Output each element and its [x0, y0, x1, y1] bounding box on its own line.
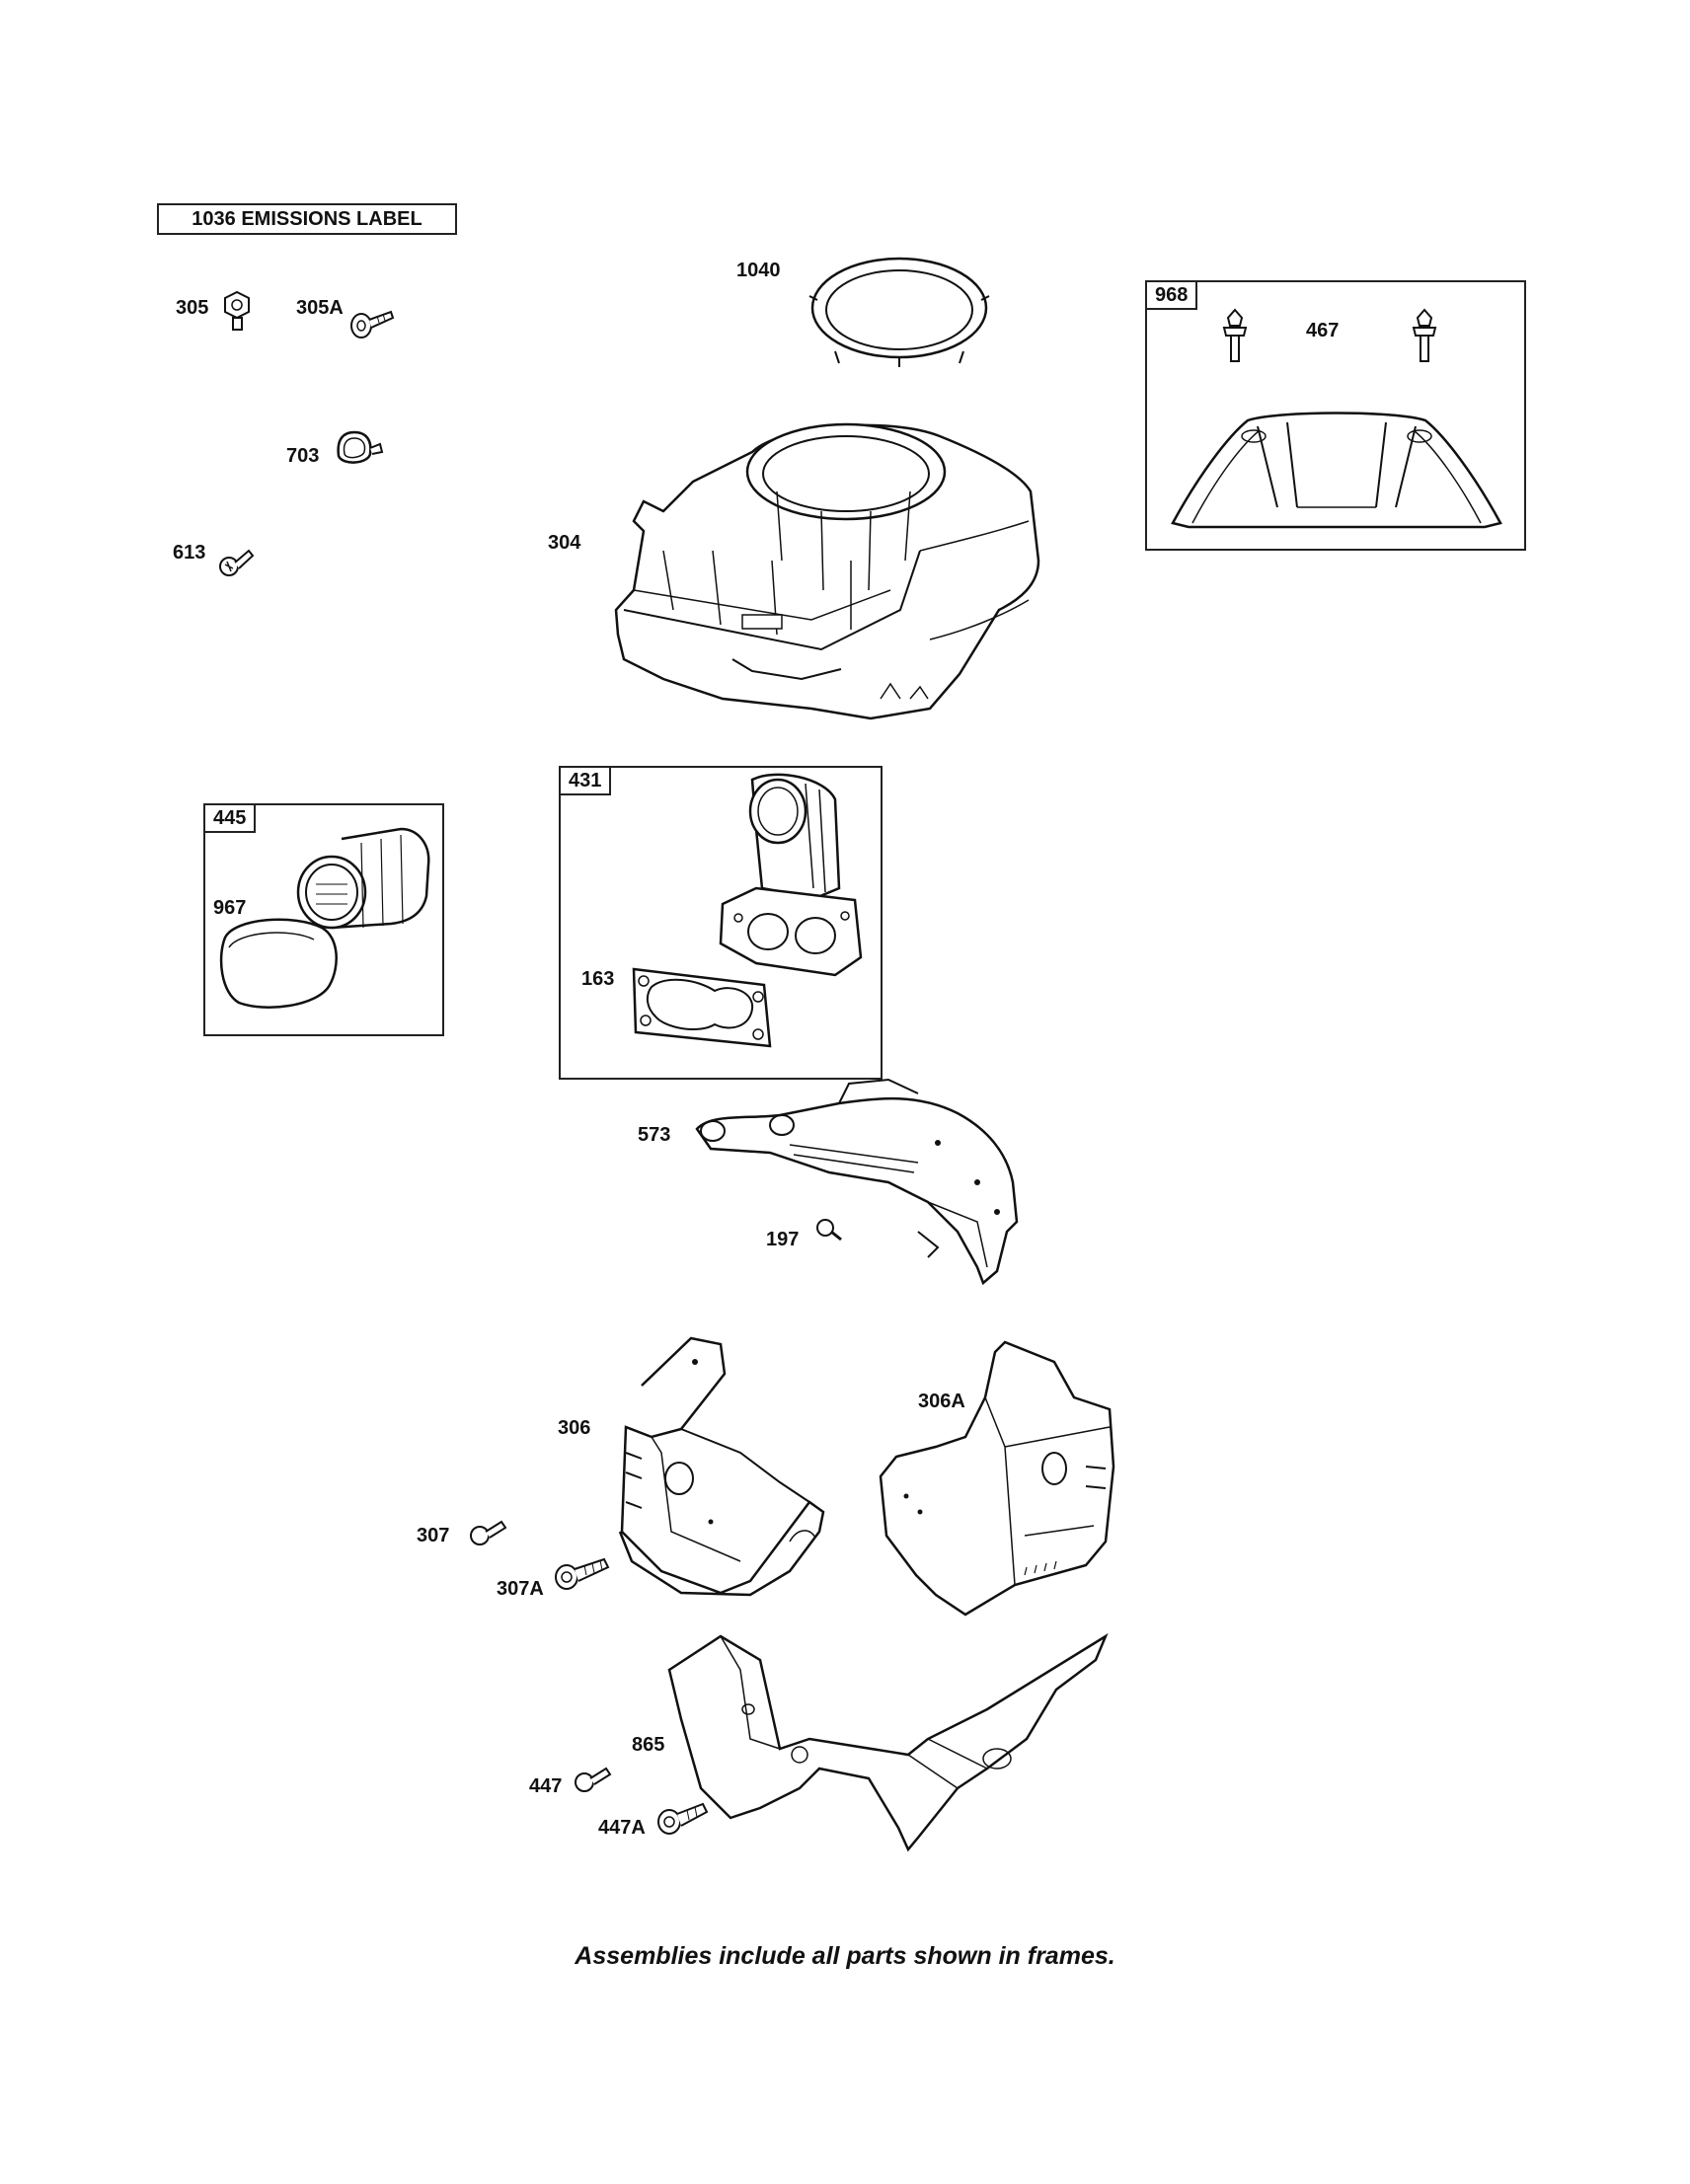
screw-447-icon — [573, 1763, 612, 1796]
part-label-447: 447 — [529, 1775, 563, 1797]
pre-cleaner-967 — [215, 908, 344, 1015]
baffle-573 — [691, 1074, 1027, 1289]
part-label-967: 967 — [213, 897, 247, 919]
emissions-label: 1036 EMISSIONS LABEL — [157, 203, 457, 235]
heat-shield-865 — [661, 1630, 1115, 1853]
part-label-306: 306 — [558, 1417, 591, 1439]
stud-467-left-icon — [1220, 308, 1250, 367]
air-cleaner-base-431 — [717, 770, 865, 1007]
part-label-305a: 305A — [296, 297, 344, 319]
cylinder-shroud-306a — [877, 1338, 1123, 1619]
screw-613-icon — [217, 543, 257, 578]
part-label-467: 467 — [1306, 320, 1340, 341]
part-label-865: 865 — [632, 1734, 665, 1756]
frame-445-tag: 445 — [205, 805, 257, 833]
frame-445: 445 — [203, 803, 444, 1036]
part-label-306a: 306A — [918, 1391, 965, 1412]
engine-cover-968 — [1169, 397, 1504, 535]
frame-431: 431 — [559, 766, 883, 1080]
frame-968: 968 — [1145, 280, 1526, 551]
part-label-613: 613 — [173, 542, 206, 564]
ring-seal-1040 — [806, 253, 993, 367]
air-filter-445 — [292, 825, 440, 934]
frame-431-tag: 431 — [561, 768, 612, 795]
part-label-1040: 1040 — [736, 260, 781, 281]
screw-197-icon — [813, 1216, 845, 1245]
part-label-197: 197 — [766, 1229, 800, 1250]
part-label-703: 703 — [286, 445, 320, 467]
stud-467-right-icon — [1410, 308, 1439, 367]
part-label-305: 305 — [176, 297, 209, 319]
assemblies-note: Assemblies include all parts shown in fr… — [575, 1942, 1115, 1970]
part-label-447a: 447A — [598, 1817, 646, 1839]
screw-447a-icon — [655, 1798, 711, 1838]
screw-307a-icon — [553, 1553, 612, 1593]
part-label-307a: 307A — [497, 1578, 544, 1600]
cylinder-shroud-306 — [612, 1334, 839, 1601]
gasket-163 — [626, 959, 774, 1058]
part-label-307: 307 — [417, 1525, 450, 1546]
blower-housing-304 — [604, 413, 1043, 728]
part-label-573: 573 — [638, 1124, 671, 1146]
frame-968-tag: 968 — [1147, 282, 1198, 310]
bolt-305-icon — [219, 290, 259, 332]
screw-307-icon — [468, 1516, 507, 1549]
part-label-163: 163 — [581, 968, 615, 990]
bolt-305a-icon — [347, 302, 397, 345]
clamp-703-icon — [333, 426, 392, 470]
part-label-304: 304 — [548, 532, 581, 554]
